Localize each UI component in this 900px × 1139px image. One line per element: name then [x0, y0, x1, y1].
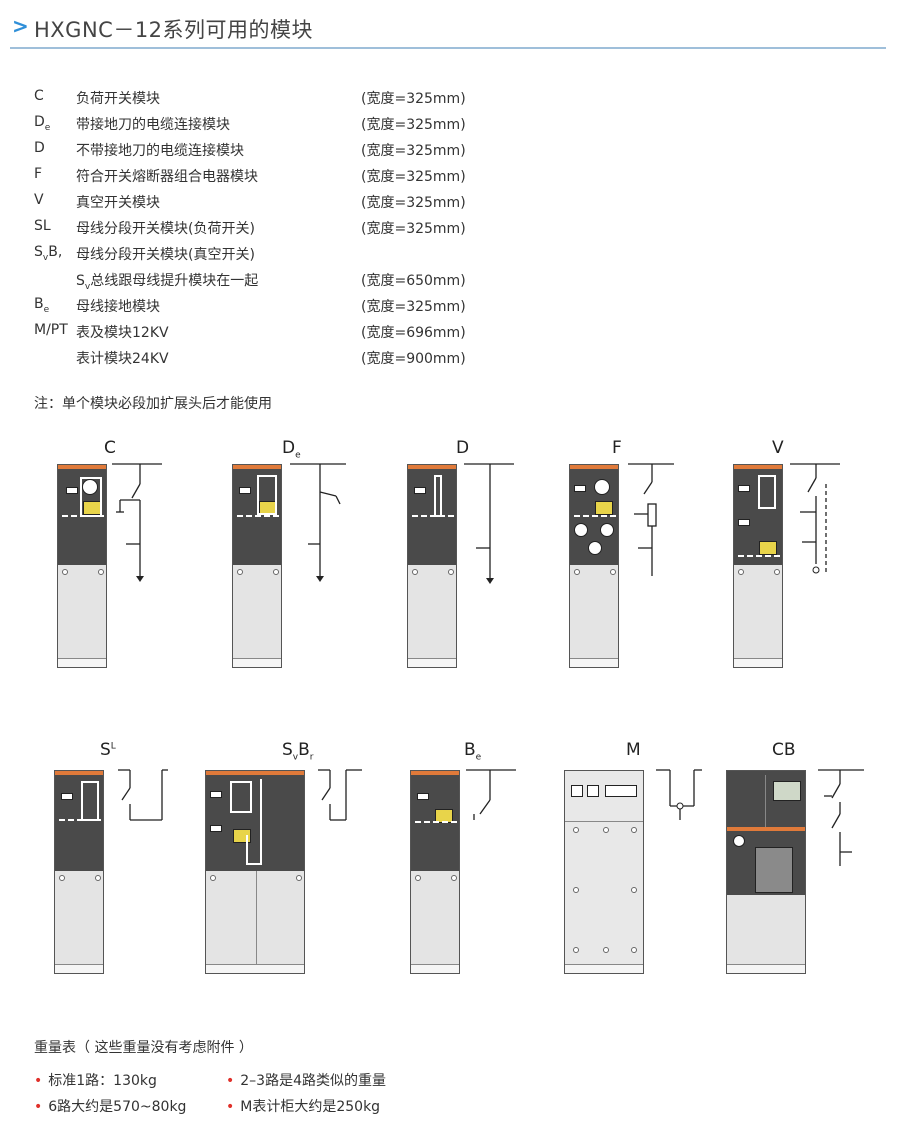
cabinet-sl [54, 770, 104, 974]
list-item: D 不带接地刀的电缆连接模块 (宽度=325mm) [34, 140, 466, 159]
list-item: De 带接地刀的电缆连接模块 (宽度=325mm) [34, 114, 466, 133]
panel-label-sl: SL [100, 740, 116, 760]
page-header: > HXGNC－12系列可用的模块 [10, 10, 886, 50]
panel-label-de: De [282, 438, 301, 461]
panel-label-c: C [104, 438, 116, 458]
schematic-be [466, 769, 516, 820]
cabinet-cb [726, 770, 806, 974]
cabinet-v [733, 464, 783, 668]
module-list: C 负荷开关模块 (宽度=325mm) De 带接地刀的电缆连接模块 (宽度=3… [34, 86, 534, 372]
schematic-sl [118, 769, 168, 821]
weights-title: 重量表（ 这些重量没有考虑附件 ） [34, 1040, 253, 1056]
list-item: SL 母线分段开关模块(负荷开关) (宽度=325mm) [34, 218, 466, 237]
cabinet-c [57, 464, 107, 668]
schematic-c [112, 463, 162, 582]
chevron-right-icon: > [12, 14, 29, 38]
panel-label-f: F [612, 438, 622, 458]
schematic-cb [818, 769, 864, 866]
list-item: V 真空开关模块 (宽度=325mm) [34, 192, 466, 211]
panel-label-svbr: SvBr [282, 740, 314, 763]
cabinet-f [569, 464, 619, 668]
cabinet-svbr [205, 770, 305, 974]
cabinet-m [564, 770, 644, 974]
list-item: F 符合开关熔断器组合电器模块 (宽度=325mm) [34, 166, 466, 185]
list-item: •M表计柜大约是250kg [226, 1099, 381, 1115]
schematic-svbr [318, 769, 362, 821]
usage-note: 注：单个模块必段加扩展头后才能使用 [34, 396, 272, 412]
panel-label-v: V [772, 438, 784, 458]
list-item: •2–3路是4路类似的重量 [226, 1073, 386, 1089]
schematic-f [628, 463, 674, 576]
cabinet-be [410, 770, 460, 974]
panel-label-d: D [456, 438, 470, 458]
schematic-d [464, 463, 514, 584]
schematic-m [656, 769, 702, 820]
cabinet-d [407, 464, 457, 668]
list-item: SvB, 母线分段开关模块(真空开关) [34, 244, 255, 263]
schematic-v [790, 463, 840, 574]
page-title: HXGNC－12系列可用的模块 [34, 18, 314, 42]
list-item: •6路大约是570~80kg [34, 1099, 187, 1115]
cabinet-de [232, 464, 282, 668]
header-divider [10, 47, 886, 49]
list-item: C 负荷开关模块 (宽度=325mm) [34, 88, 466, 107]
list-item: M/PT 表及模块12KV (宽度=696mm) [34, 322, 466, 341]
panel-label-m: M [626, 740, 641, 760]
panel-label-cb: CB [772, 740, 796, 760]
list-item: Be 母线接地模块 (宽度=325mm) [34, 296, 466, 315]
panel-label-be: Be [464, 740, 482, 763]
list-item: •标准1路：130kg [34, 1073, 157, 1089]
schematic-de [290, 463, 346, 582]
list-item: 表计模块24KV (宽度=900mm) [76, 351, 466, 367]
list-item: Sv总线跟母线提升模块在一起 (宽度=650mm) [76, 273, 466, 292]
